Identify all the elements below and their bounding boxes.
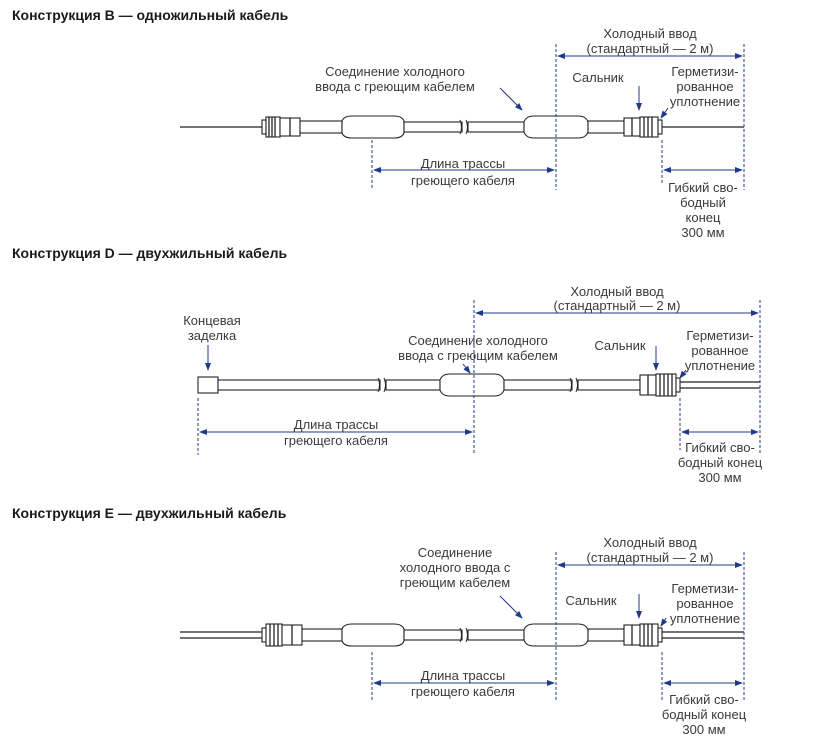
seal-label-e-2: рованное	[676, 596, 733, 611]
run-length-label-e-2: греющего кабеля	[411, 684, 515, 699]
splice-label-e-3: греющим кабелем	[400, 575, 511, 590]
cold-lead-length-e: (стандартный — 2 м)	[587, 550, 714, 565]
seal-label-b-1: Герметизи-	[671, 64, 738, 79]
seal-label-b-2: рованное	[676, 79, 733, 94]
section-e-title: Конструкция E — двухжильный кабель	[12, 505, 287, 521]
section-d: Конструкция D — двухжильный кабель	[12, 245, 763, 485]
tail-label-e-3: 300 мм	[682, 722, 725, 737]
seal-label-d-3: уплотнение	[685, 358, 755, 373]
tail-label-e-2: бодный конец	[662, 707, 747, 722]
tail-label-d-2: бодный конец	[678, 455, 763, 470]
run-length-label-b-2: греющего кабеля	[411, 173, 515, 188]
tail-label-d-1: Гибкий сво-	[685, 440, 755, 455]
splice-label-b-1: Соединение холодного	[325, 64, 465, 79]
cold-lead-label-e: Холодный ввод	[603, 535, 697, 550]
tail-label-b-3: конец	[686, 210, 721, 225]
gland-label-d: Сальник	[594, 338, 646, 353]
seal-label-d-1: Герметизи-	[686, 328, 753, 343]
splice-left-e	[341, 623, 405, 647]
seal-label-e-3: уплотнение	[670, 611, 740, 626]
run-length-label-b-1: Длина трассы	[421, 156, 505, 171]
cold-lead-label-d: Холодный ввод	[570, 284, 664, 299]
section-e: Конструкция E — двухжильный кабель	[12, 505, 747, 737]
tail-label-e-1: Гибкий сво-	[669, 692, 739, 707]
cable-d	[197, 373, 760, 397]
end-label-d-1: Концевая	[183, 313, 241, 328]
cable-b	[180, 115, 744, 139]
gland-label-b: Сальник	[572, 70, 624, 85]
tail-label-b-2: бодный	[680, 195, 726, 210]
seal-label-b-3: уплотнение	[670, 94, 740, 109]
tail-label-b-1: Гибкий сво-	[668, 180, 738, 195]
section-b: Конструкция B — одножильный кабель	[12, 7, 745, 240]
splice-label-d-2: ввода с греющим кабелем	[398, 348, 558, 363]
splice-d	[439, 373, 505, 397]
cable-e	[180, 623, 744, 647]
splice-label-e-2: холодного ввода с	[400, 560, 511, 575]
seal-label-d-2: рованное	[691, 343, 748, 358]
splice-label-e-1: Соединение	[418, 545, 493, 560]
end-termination-d	[197, 376, 219, 394]
section-b-title: Конструкция B — одножильный кабель	[12, 7, 289, 23]
gland-label-e: Сальник	[565, 593, 617, 608]
cold-lead-label-b: Холодный ввод	[603, 26, 697, 41]
cold-lead-length-b: (стандартный — 2 м)	[587, 41, 714, 56]
splice-label-b-2: ввода с греющим кабелем	[315, 79, 475, 94]
run-length-label-d-2: греющего кабеля	[284, 433, 388, 448]
cold-lead-length-d: (стандартный — 2 м)	[554, 298, 681, 313]
run-length-label-e-1: Длина трассы	[421, 668, 505, 683]
section-d-title: Конструкция D — двухжильный кабель	[12, 245, 287, 261]
end-label-d-2: заделка	[188, 328, 237, 343]
seal-label-e-1: Герметизи-	[671, 581, 738, 596]
tail-label-b-4: 300 мм	[681, 225, 724, 240]
splice-label-d-1: Соединение холодного	[408, 333, 548, 348]
run-length-label-d-1: Длина трассы	[294, 417, 378, 432]
tail-label-d-3: 300 мм	[698, 470, 741, 485]
splice-left-b	[341, 115, 405, 139]
